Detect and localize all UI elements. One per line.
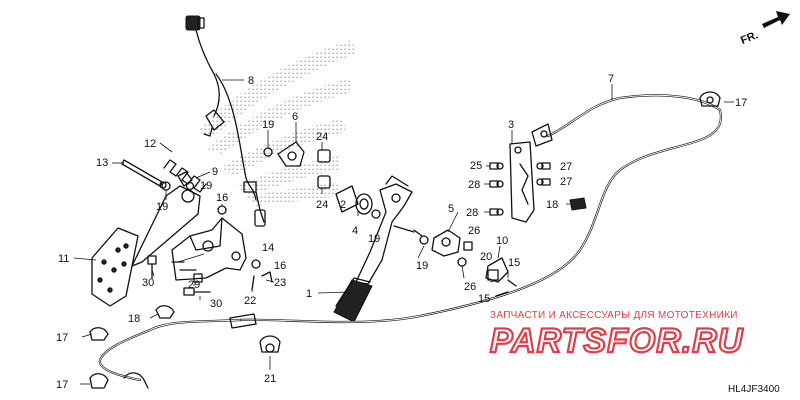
callout-27: 27 bbox=[560, 176, 572, 188]
part-9-clip bbox=[177, 171, 193, 187]
callout-6: 6 bbox=[292, 111, 298, 123]
callout-22: 22 bbox=[244, 295, 256, 307]
callout-17: 17 bbox=[735, 97, 747, 109]
part-11-pedal bbox=[91, 185, 201, 307]
part-19-washer-b bbox=[185, 181, 195, 191]
callout-19: 19 bbox=[368, 233, 380, 245]
callout-5: 5 bbox=[448, 203, 454, 215]
callout-24: 24 bbox=[316, 131, 328, 143]
callout-18: 18 bbox=[546, 199, 558, 211]
part-13-pin bbox=[121, 159, 167, 189]
callout-8: 8 bbox=[248, 75, 254, 87]
part-16-nut-a bbox=[217, 205, 227, 215]
callout-30: 30 bbox=[142, 277, 154, 289]
callout-29: 29 bbox=[188, 279, 200, 291]
callout-13: 13 bbox=[96, 157, 108, 169]
leader-lines bbox=[73, 79, 734, 385]
callout-24: 24 bbox=[316, 199, 328, 211]
watermark-tagline: ЗАПЧАСТИ И АКСЕССУАРЫ ДЛЯ МОТОТЕХНИКИ bbox=[490, 310, 738, 321]
callout-27: 27 bbox=[560, 161, 572, 173]
callout-15: 15 bbox=[478, 293, 490, 305]
callout-28: 28 bbox=[468, 179, 480, 191]
callout-1: 1 bbox=[306, 288, 312, 300]
callout-19: 19 bbox=[416, 260, 428, 272]
callout-28: 28 bbox=[466, 207, 478, 219]
part-1-pedal bbox=[333, 175, 429, 323]
callout-26: 26 bbox=[464, 281, 476, 293]
callout-14: 14 bbox=[262, 242, 274, 254]
callout-10: 10 bbox=[496, 235, 508, 247]
watermark-logo: PARTSFOR.RU bbox=[490, 322, 744, 360]
part-2-bushing bbox=[335, 185, 381, 219]
part-12-spring bbox=[163, 159, 207, 193]
callout-20: 20 bbox=[480, 251, 492, 263]
wing-emblem-background bbox=[196, 40, 356, 206]
fasteners-lower-left bbox=[147, 255, 273, 296]
callout-21: 21 bbox=[264, 373, 276, 385]
callout-11: 11 bbox=[58, 253, 69, 265]
part-7-cable bbox=[238, 94, 723, 324]
clamp-17-top-right bbox=[699, 91, 721, 107]
front-direction-label: FR. bbox=[739, 29, 760, 47]
callout-18: 18 bbox=[128, 313, 140, 325]
callout-30: 30 bbox=[210, 298, 222, 310]
callout-15: 15 bbox=[508, 257, 520, 269]
part-3-plate bbox=[489, 141, 551, 223]
callout-23: 23 bbox=[274, 277, 286, 289]
callout-26: 26 bbox=[468, 225, 480, 237]
diagram-code: HL4JF3400 bbox=[728, 384, 780, 395]
part-8-harness bbox=[185, 15, 266, 227]
callout-7: 7 bbox=[608, 73, 614, 85]
callout-19: 19 bbox=[200, 180, 212, 192]
callout-4: 4 bbox=[352, 225, 358, 237]
clip-18-right bbox=[569, 197, 587, 211]
part-5-switch bbox=[431, 229, 473, 267]
callouts: 8 7 17 3 6 19 12 24 13 9 19 25 27 28 27 … bbox=[56, 73, 747, 391]
callout-9: 9 bbox=[212, 166, 218, 178]
callout-2: 2 bbox=[340, 199, 346, 211]
arrow-icon bbox=[762, 11, 790, 28]
callout-25: 25 bbox=[470, 160, 482, 172]
front-direction-indicator: FR. bbox=[739, 11, 790, 47]
lower-cable-and-clamps bbox=[89, 305, 281, 389]
watermark: ЗАПЧАСТИ И АКСЕССУАРЫ ДЛЯ МОТОТЕХНИКИ PA… bbox=[489, 310, 744, 361]
callout-19: 19 bbox=[156, 201, 168, 213]
callout-3: 3 bbox=[508, 119, 514, 131]
callout-16: 16 bbox=[216, 192, 228, 204]
callout-12: 12 bbox=[144, 138, 156, 150]
part-6-switch bbox=[263, 141, 331, 189]
callout-16: 16 bbox=[274, 260, 286, 272]
callout-19: 19 bbox=[262, 119, 274, 131]
part-10-clevis bbox=[485, 257, 517, 297]
callout-17: 17 bbox=[56, 379, 68, 391]
callout-17: 17 bbox=[56, 332, 68, 344]
